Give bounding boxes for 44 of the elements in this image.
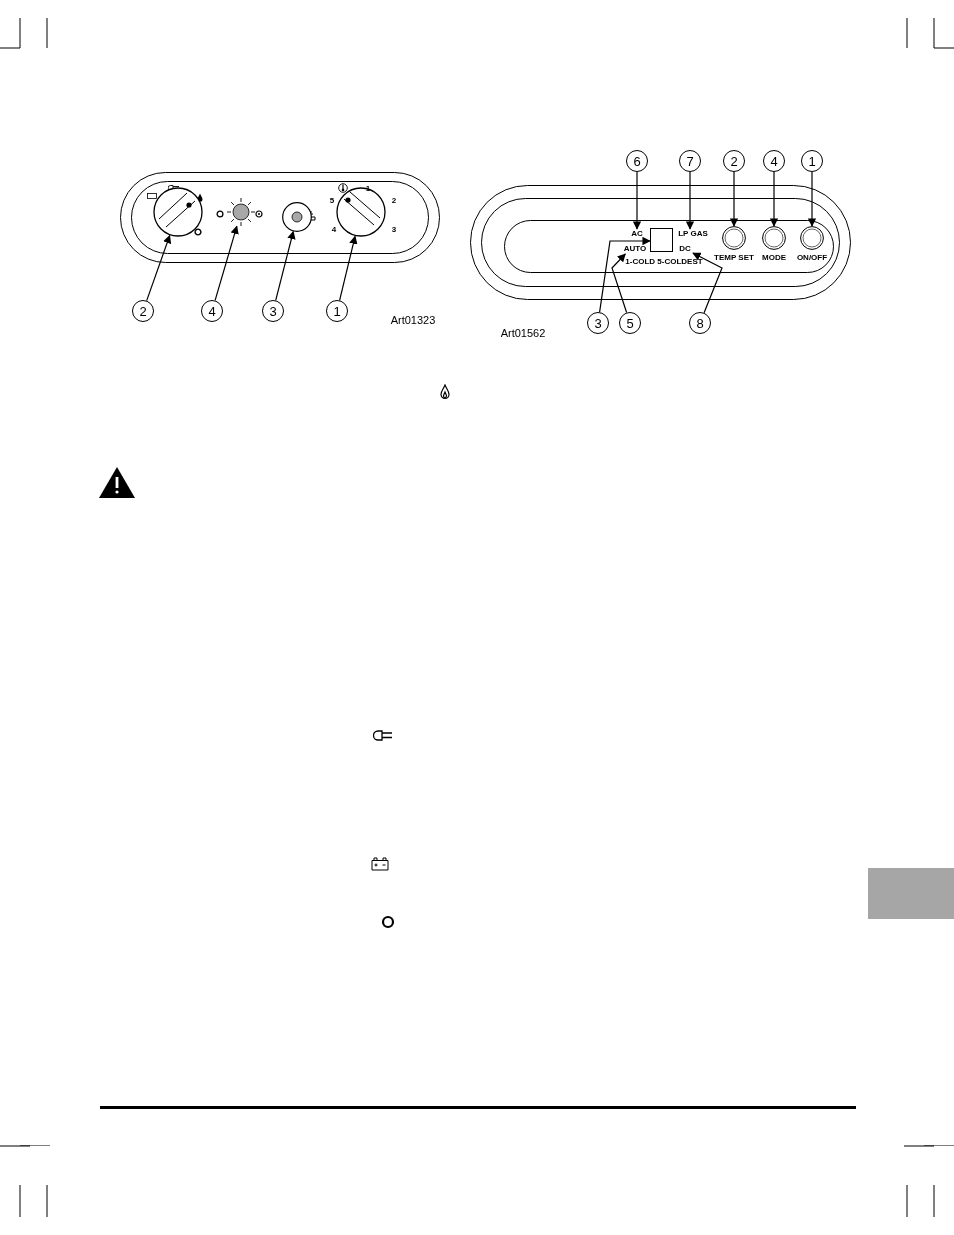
button-label: ON/OFF: [796, 254, 828, 262]
callout-number: 1: [801, 150, 823, 172]
selector-knob: [153, 187, 203, 237]
leader-arrow: [769, 171, 779, 227]
button-label: MODE: [762, 254, 786, 262]
leader-arrow: [807, 171, 817, 227]
callout-number: 7: [679, 150, 701, 172]
button-label: TEMP SET: [714, 254, 754, 262]
leader-arrow: [692, 252, 723, 314]
callout-number: 2: [132, 300, 154, 322]
callout-number: 4: [763, 150, 785, 172]
push-button: [282, 202, 312, 232]
round-button: [800, 226, 824, 250]
indicator-label: AC: [628, 229, 646, 239]
callout-number: 1: [326, 300, 348, 322]
leader-arrow: [275, 230, 296, 301]
leader-arrow: [685, 171, 695, 230]
callout-number: 4: [201, 300, 223, 322]
leader-arrow: [599, 236, 651, 313]
leader-arrow: [632, 171, 642, 230]
callout-number: 3: [587, 312, 609, 334]
figure-number: Art01323: [390, 314, 436, 326]
display-window: [650, 228, 673, 252]
callout-number: 8: [689, 312, 711, 334]
callout-number: 5: [619, 312, 641, 334]
indicator-label: LP GAS: [677, 229, 709, 239]
knob-number: 4: [331, 226, 337, 234]
callout-number: 6: [626, 150, 648, 172]
round-button: [722, 226, 746, 250]
round-button: [762, 226, 786, 250]
leader-arrow: [611, 253, 628, 314]
indicator-light: [226, 197, 256, 227]
figure-number: Art01562: [500, 327, 546, 339]
knob-number: 5: [329, 197, 335, 205]
callout-number: 3: [262, 300, 284, 322]
leader-arrow: [339, 235, 358, 301]
range-label: 1-COLD 5-COLDEST: [625, 258, 703, 266]
thermostat-knob: [336, 187, 386, 237]
indicator-label: DC: [677, 244, 693, 254]
leader-arrow: [146, 234, 172, 302]
indicator-label: AUTO: [622, 244, 648, 254]
leader-arrow: [729, 171, 739, 227]
leader-arrow: [214, 225, 239, 301]
callout-number: 2: [723, 150, 745, 172]
